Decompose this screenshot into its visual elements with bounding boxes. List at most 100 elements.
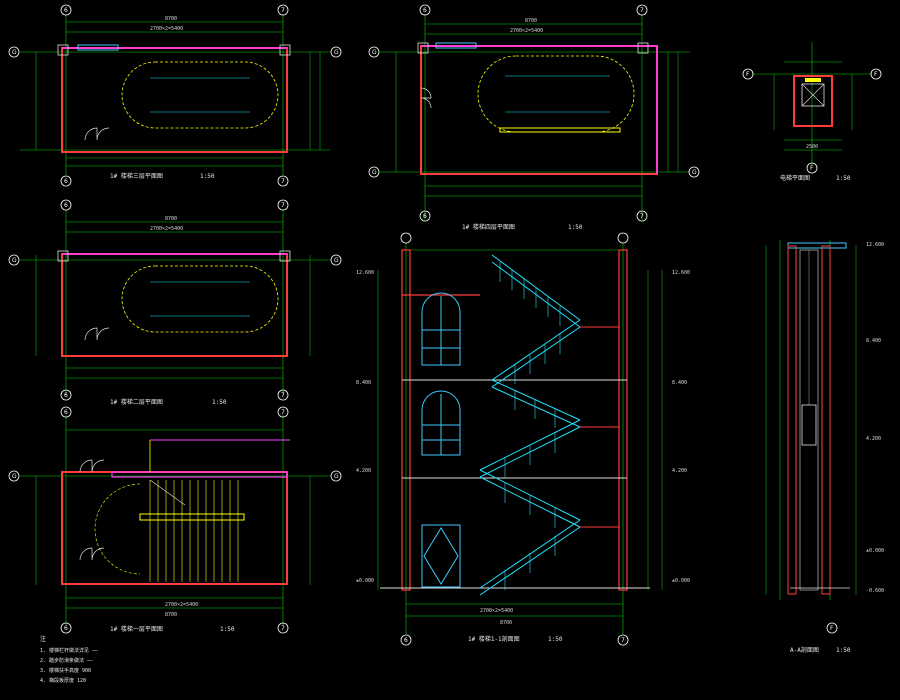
axis-label: F [830, 625, 834, 632]
axis-label: G [12, 257, 17, 264]
section-center: 6 7 12.600 8.400 4.200 ±0.000 12.600 8.4… [356, 232, 690, 646]
axis-label: G [12, 473, 17, 480]
column [279, 44, 291, 56]
break-line [149, 479, 186, 506]
stair-outline [477, 55, 635, 133]
axis-bubble [277, 199, 289, 211]
axis-bubble [368, 166, 380, 178]
axis-bubble [60, 199, 72, 211]
axis-bubble [60, 406, 72, 418]
view-scale: 1:50 [568, 224, 583, 231]
dim-text: 2700×2=5400 [150, 26, 183, 32]
dim-text: 8700 [525, 18, 537, 24]
arched-window [421, 390, 461, 456]
column [417, 42, 429, 54]
axis-label: G [372, 169, 377, 176]
landing-beam [499, 127, 621, 133]
dim-text: 2700×2=5400 [165, 602, 198, 608]
axis-bubble [806, 162, 818, 174]
axis-bubble [419, 4, 431, 16]
axis-label: 6 [64, 202, 68, 209]
dim-text: 8700 [165, 612, 177, 618]
axis-label: 6 [64, 625, 68, 632]
view-title: A-A剖面图 [790, 646, 819, 654]
elevation-label: 4.200 [356, 468, 371, 474]
view-title: 1# 楼梯1-1剖面图 [468, 635, 520, 643]
slab-edge [111, 471, 288, 478]
axis-bubble [60, 622, 72, 634]
elevation-label: ±0.000 [356, 578, 374, 584]
window [77, 44, 119, 51]
axis-label: 6 [64, 178, 68, 185]
view-title: 1# 楼梯三层平面图 [110, 172, 163, 180]
axis-label: 7 [281, 202, 285, 209]
arched-window [421, 292, 461, 366]
axis-bubble [277, 175, 289, 187]
elevation-label: 12.600 [356, 270, 374, 276]
note-line: 3. 楼梯扶手高度 900 [40, 667, 91, 674]
landing-slabs [580, 326, 619, 528]
axis-label: 7 [640, 213, 644, 220]
axis-label: G [372, 49, 377, 56]
plan-bottom-left: 6 7 G G 6 7 2700×2=5400 8700 1# 楼梯一层平面图 … [8, 406, 342, 634]
axis-bubble [419, 210, 431, 222]
elevation-label: ±0.000 [866, 548, 884, 554]
axis-label: G [12, 49, 17, 56]
view-title: 1# 楼梯四层平面图 [462, 223, 515, 231]
section-elevator: F 12.600 8.400 4.200 ±0.000 -0.600 A-A剖面… [765, 240, 884, 654]
view-title: 1# 楼梯二层平面图 [110, 398, 163, 406]
door-swing [84, 327, 110, 341]
plan-elevator: F F F 2500 电梯平面图 1:50 [742, 42, 882, 182]
axis-bubble [400, 232, 412, 244]
axis-label: 7 [281, 7, 285, 14]
axis-label: 6 [64, 7, 68, 14]
landing-beam [139, 513, 245, 521]
view-scale: 1:50 [836, 175, 851, 182]
axis-label: F [874, 71, 878, 78]
note-line: 4. 梯段板厚度 120 [40, 677, 86, 684]
door-swing [420, 87, 432, 109]
elevation-label: 12.600 [672, 270, 690, 276]
elevation-label: 4.200 [866, 436, 881, 442]
dim-text: 8700 [165, 16, 177, 22]
dim-text: 8700 [500, 620, 512, 626]
note-line: 1. 楼梯栏杆做法详见 —— [40, 647, 99, 654]
column [279, 250, 291, 262]
axis-bubble [330, 254, 342, 266]
column [57, 44, 69, 56]
elevator-shaft [793, 75, 833, 127]
axis-bubble [277, 406, 289, 418]
axis-bubble [400, 634, 412, 646]
axis-bubble [60, 389, 72, 401]
view-scale: 1:50 [200, 173, 215, 180]
axis-bubble [636, 4, 648, 16]
axis-bubble [330, 470, 342, 482]
stair-outline [121, 265, 279, 333]
elevation-label: ±0.000 [672, 578, 690, 584]
notes-heading: 注 [40, 635, 46, 643]
axis-bubble [60, 175, 72, 187]
dim-text: 2700×2=5400 [150, 226, 183, 232]
plan-top-center: 6 7 G G G 6 7 8700 2700×2=5400 1# 楼梯四层平面… [368, 4, 700, 231]
axis-label: 7 [281, 392, 285, 399]
axis-label: 6 [404, 637, 408, 644]
axis-bubble [617, 634, 629, 646]
dim-text: 2700×2=5400 [510, 28, 543, 34]
view-scale: 1:50 [836, 647, 851, 654]
axis-label: G [692, 169, 697, 176]
note-line: 2. 踏步防滑条做法 —— [40, 657, 94, 664]
shaft-wall [787, 245, 797, 595]
axis-bubble [60, 4, 72, 16]
axis-bubble [636, 210, 648, 222]
axis-bubble [277, 4, 289, 16]
axis-bubble [688, 166, 700, 178]
stair-outline [94, 483, 141, 575]
plan-top-left: 6 7 G G 6 7 8700 2700×2=5400 1# 楼梯三层平面图 … [8, 4, 342, 187]
axis-bubble [277, 389, 289, 401]
door-swing [84, 127, 110, 141]
elevator-car [801, 83, 825, 107]
shaft-wall [821, 245, 831, 595]
entrance-door [421, 524, 461, 588]
